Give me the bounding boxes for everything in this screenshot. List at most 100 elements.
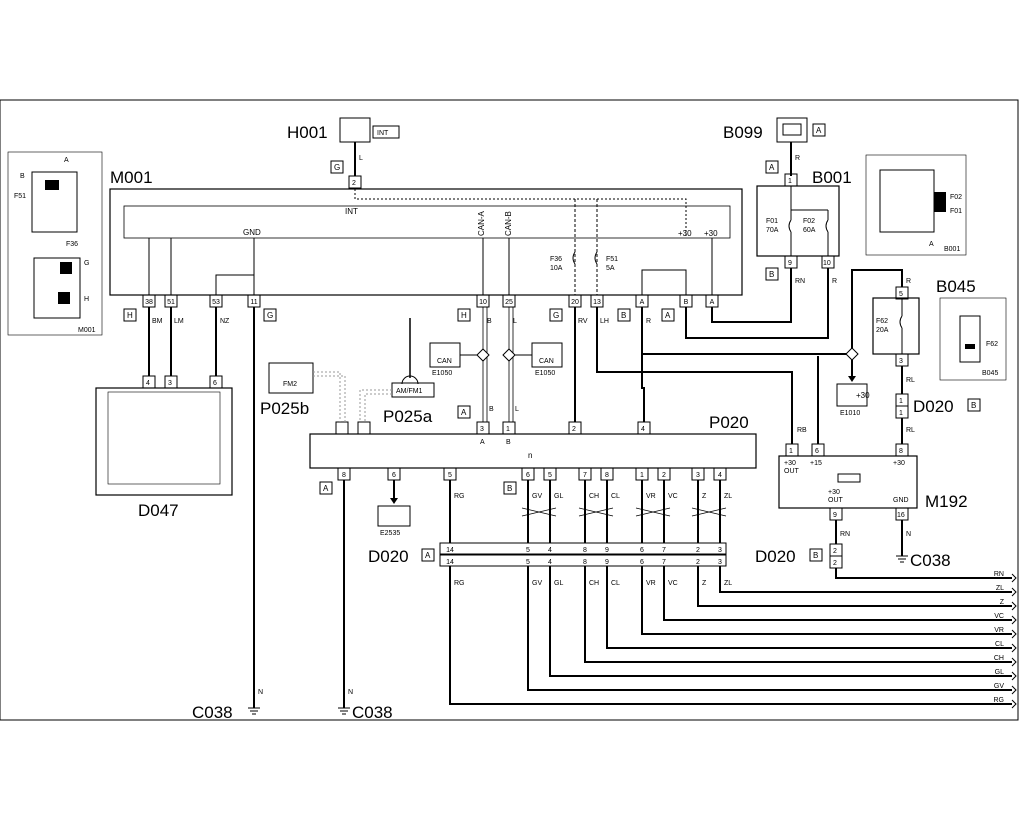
wire-code-lower: VC: [668, 580, 678, 587]
b001-img-a: A: [929, 241, 934, 248]
b045-wire-rl: RL: [906, 377, 915, 384]
svg-text:+15: +15: [810, 460, 822, 467]
svg-text:2: 2: [833, 560, 837, 567]
d020-pin-top: 3: [718, 547, 722, 554]
f02-label: F02: [803, 218, 815, 225]
c038-ground-center: C038: [338, 703, 393, 722]
m001-pin-B: B: [679, 294, 693, 308]
svg-text:5: 5: [548, 472, 552, 479]
p020-pin-7: 7: [578, 467, 592, 481]
svg-text:3: 3: [696, 472, 700, 479]
svg-text:N: N: [258, 689, 263, 696]
d020-pin-top: 4: [548, 547, 552, 554]
can-a-junction: [476, 348, 490, 362]
b045-img-f62: F62: [986, 341, 998, 348]
b001-img-f01: F01: [950, 208, 962, 215]
b045-title: B045: [936, 277, 976, 296]
b001-loc-b: B: [769, 270, 774, 279]
b001-component: B001 1 F01 70A F02 60A 9 10 B RN R: [685, 168, 852, 339]
f36-label: F36: [550, 256, 562, 263]
svg-text:LM: LM: [174, 318, 184, 325]
c038-ground-left: C038: [192, 703, 260, 722]
svg-text:B: B: [621, 311, 626, 320]
d020-pin-top: 5: [526, 547, 530, 554]
svg-text:7: 7: [583, 472, 587, 479]
svg-text:n: n: [528, 451, 532, 460]
bus-label-rn: RN: [994, 571, 1004, 578]
wire-code-upper: CH: [589, 493, 599, 500]
svg-text:2: 2: [833, 548, 837, 555]
svg-text:5: 5: [448, 472, 452, 479]
svg-text:L: L: [513, 318, 517, 325]
d020-pin-bottom: 5: [526, 559, 530, 566]
p020-pin-5: 5: [443, 467, 457, 481]
b001-wire-r: R: [832, 278, 837, 285]
d020-pin-bottom: 2: [696, 559, 700, 566]
bus-label-vc: VC: [994, 613, 1004, 620]
e1050-right: CAN E1050: [531, 342, 563, 377]
b001-pin-9: 9: [788, 260, 792, 267]
svg-text:B: B: [971, 401, 976, 410]
svg-text:25: 25: [505, 299, 513, 306]
d020-pin-top: 14: [446, 547, 454, 554]
svg-text:3: 3: [168, 380, 172, 387]
d020-pin-bottom: 6: [640, 559, 644, 566]
e1010-plus: +30: [856, 391, 870, 400]
wire-code-upper: Z: [702, 493, 707, 500]
svg-text:6: 6: [815, 448, 819, 455]
svg-text:+30: +30: [893, 460, 905, 467]
svg-text:A: A: [461, 408, 467, 417]
bus-label-z: Z: [1000, 599, 1005, 606]
svg-text:1: 1: [789, 448, 793, 455]
p020-pin-6: 6: [387, 467, 401, 481]
svg-text:C038: C038: [192, 703, 233, 722]
d020-pin-top: 6: [640, 547, 644, 554]
svg-text:A: A: [640, 299, 645, 306]
m001-block: M001 INT GND CAN-A CAN-B +30 +30 F36 10A…: [109, 168, 743, 296]
f01-amps: 70A: [766, 227, 779, 234]
d020-pin-top: 9: [605, 547, 609, 554]
can-b-junction: [502, 348, 516, 362]
p025b-component: FM2 P025b: [260, 362, 314, 418]
d020-pin-top: 2: [696, 547, 700, 554]
bus-label-zl: ZL: [996, 585, 1004, 592]
p020-component: P020 n 3 1 2 4 A B: [309, 413, 757, 469]
m001-pin-10: 10: [476, 294, 490, 308]
m001-img-b: B: [20, 173, 25, 180]
svg-text:B: B: [489, 406, 494, 413]
d020-title-right: D020: [913, 397, 954, 416]
svg-text:20: 20: [571, 299, 579, 306]
can-a-label: CAN-A: [477, 210, 486, 236]
svg-text:RB: RB: [797, 427, 807, 434]
svg-text:38: 38: [145, 299, 153, 306]
b045-wire-r: R: [906, 278, 911, 285]
wire-code-lower: GL: [554, 580, 563, 587]
plus30-label-1: +30: [678, 229, 692, 238]
m001-img-f36: F36: [66, 241, 78, 248]
e1010-label: E1010: [840, 410, 860, 417]
m001-pin-11: 11: [247, 294, 261, 308]
b001-wire-rn: RN: [795, 278, 805, 285]
bus-label-gl: GL: [995, 669, 1004, 676]
h001-title: H001: [287, 123, 328, 142]
svg-text:6: 6: [392, 472, 396, 479]
wire-code-upper: VC: [668, 493, 678, 500]
m001-img-a: A: [64, 157, 69, 164]
m001-pin-13: 13: [590, 294, 604, 308]
bus-label-vr: VR: [994, 627, 1004, 634]
b045-img-label: B045: [982, 370, 998, 377]
m192-component: M192 1 6 8 +30 OUT +15 +30 +30 OUT GND 9…: [596, 307, 968, 556]
d020-pin-bottom: 4: [548, 559, 552, 566]
d020-pin-bottom: 9: [605, 559, 609, 566]
wire-code-upper: RG: [454, 493, 465, 500]
m001-pin-25: 25: [502, 294, 516, 308]
svg-text:N: N: [906, 531, 911, 538]
svg-text:NZ: NZ: [220, 318, 230, 325]
b001-img-f02: F02: [950, 194, 962, 201]
int-label: INT: [345, 207, 358, 216]
junction-diamond-right: [845, 347, 859, 361]
svg-text:11: 11: [250, 299, 257, 306]
f51-label: F51: [606, 256, 618, 263]
